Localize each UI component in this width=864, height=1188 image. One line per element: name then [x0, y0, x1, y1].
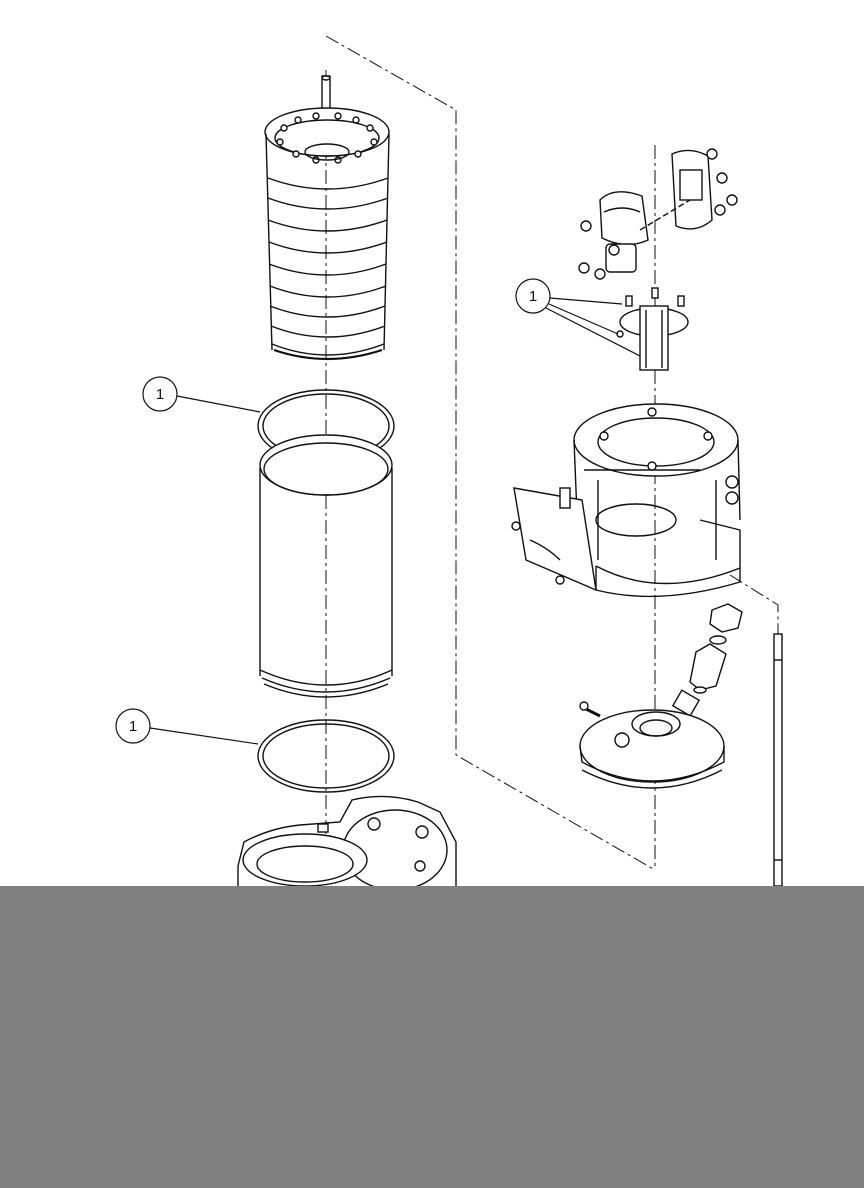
shaft-seal-assembly — [616, 287, 689, 371]
cover-plate — [579, 701, 725, 789]
assembly-guide-left — [325, 35, 656, 871]
leader-line — [176, 395, 261, 413]
coupling-assembly — [578, 148, 738, 280]
lower-o-ring — [257, 719, 395, 793]
callout-upper-oring-group — [142, 376, 261, 413]
pump-sleeve — [259, 434, 393, 698]
callout-bubble — [515, 278, 551, 314]
leader-line — [545, 307, 641, 357]
long-tie-stud — [773, 633, 783, 886]
assembly-guide-stud — [729, 574, 779, 640]
callout-bubble — [115, 708, 151, 744]
impeller-stack — [264, 75, 390, 361]
callout-label-lower-oring: 1 — [129, 718, 137, 735]
pump-base — [237, 795, 457, 886]
leader-line — [549, 297, 623, 305]
callout-top-right-group — [515, 278, 641, 357]
callout-bubble — [142, 376, 178, 412]
leader-line — [149, 727, 259, 745]
motor-stool — [511, 403, 741, 598]
leader-line — [548, 303, 619, 335]
gray-overlay-band — [0, 886, 864, 1188]
exploded-pump-diagram: 1 1 1 — [115, 35, 783, 886]
callout-label-upper-oring: 1 — [156, 386, 164, 403]
callout-lower-oring-group — [115, 708, 259, 745]
callout-label-top-right: 1 — [529, 288, 537, 305]
vent-plug-stack — [671, 603, 743, 717]
